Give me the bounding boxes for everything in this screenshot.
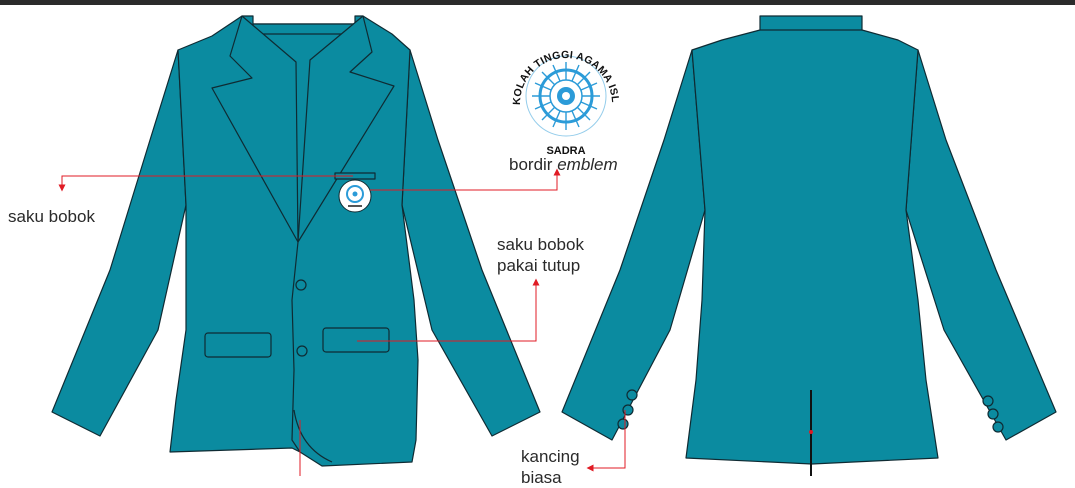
right-cuff-button-1 <box>982 395 994 407</box>
label-bordir-emblem: bordir emblem <box>509 154 618 175</box>
label-saku-bobok: saku bobok <box>8 206 95 227</box>
front-right-sleeve <box>401 49 541 437</box>
back-vent-marker <box>809 430 813 434</box>
front-blazer <box>51 15 541 467</box>
front-opening <box>291 241 301 453</box>
front-right-lapel <box>297 15 395 243</box>
left-cuff-button-3 <box>617 418 629 430</box>
label-bordir-emph: emblem <box>557 155 618 174</box>
logo-name: SADRA <box>546 145 585 157</box>
front-neck <box>252 23 356 35</box>
sadra-logo: SEKOLAH TINGGI AGAMA ISLAM SADRA <box>511 49 621 157</box>
label-bordir-word: bordir <box>509 155 553 174</box>
label-saku-tutup: saku bobok pakai tutup <box>497 234 584 276</box>
top-border <box>0 0 1075 5</box>
label-kancing-biasa: kancing biasa <box>521 446 580 488</box>
left-flap-pocket <box>204 332 272 358</box>
blazer-diagram: SEKOLAH TINGGI AGAMA ISLAM SADRA <box>51 15 1057 476</box>
back-body <box>685 15 939 465</box>
right-cuff-button-3 <box>992 421 1004 433</box>
leader-saku-tutup <box>357 278 540 342</box>
label-saku-tutup-line1: saku bobok <box>497 235 584 254</box>
front-hem-curve <box>293 409 333 463</box>
leader-lines <box>58 168 626 476</box>
back-left-sleeve <box>561 49 706 441</box>
chest-emblem <box>338 179 372 213</box>
front-left-sleeve <box>51 49 187 437</box>
label-saku-tutup-line2: pakai tutup <box>497 256 581 275</box>
label-kancing-line2: biasa <box>521 468 562 487</box>
right-flap-pocket <box>322 327 390 353</box>
left-cuff-button-1 <box>626 389 638 401</box>
front-button-2 <box>296 345 308 357</box>
right-cuff-button-2 <box>987 408 999 420</box>
back-blazer <box>561 15 1057 465</box>
label-kancing-line1: kancing <box>521 447 580 466</box>
leader-saku-bobok <box>58 175 353 192</box>
leader-kancing <box>586 410 626 472</box>
front-button-1 <box>295 279 307 291</box>
label-saku-bobok-text: saku bobok <box>8 207 95 226</box>
back-right-sleeve <box>905 49 1057 441</box>
front-left-lapel <box>211 15 299 243</box>
leader-bordir-emblem <box>370 168 561 191</box>
